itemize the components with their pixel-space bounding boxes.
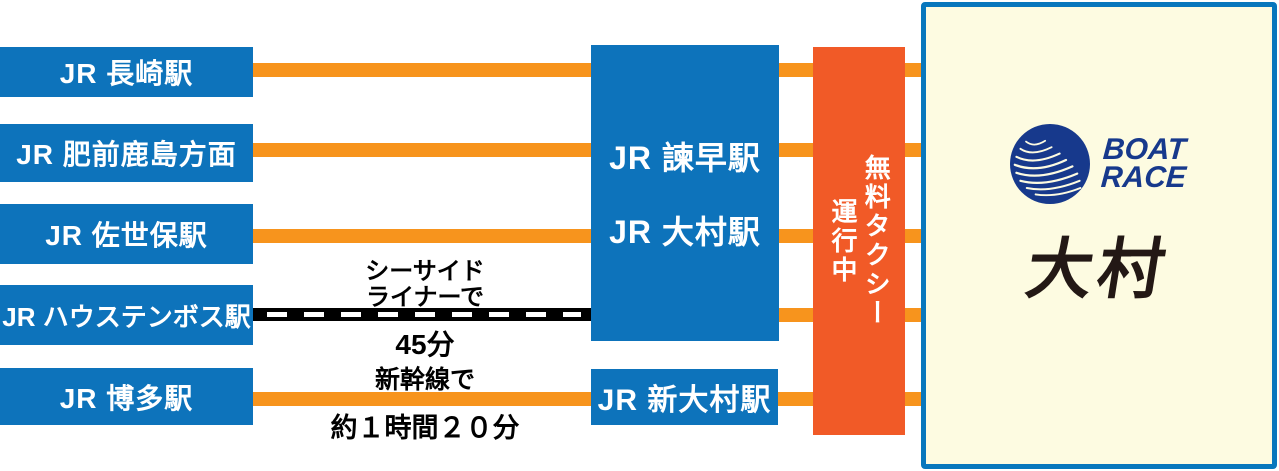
station-jr-isahaya-label: JR 諫早駅 xyxy=(609,140,761,176)
shinkansen-duration: 約１時間２０分 xyxy=(330,413,520,443)
boatrace-logo-text-line1: BOAT xyxy=(1102,133,1188,167)
station-jr-shin-omura: JR 新大村駅 xyxy=(591,369,778,425)
boatrace-waves-icon xyxy=(1010,124,1091,204)
boatrace-logo-text-line2: RACE xyxy=(1100,161,1188,194)
venue-card-boatrace-omura: BOAT RACE 大村 xyxy=(921,2,1277,469)
seaside-liner-label-line1: シーサイド xyxy=(365,258,485,285)
seaside-liner-label-line2: ライナーで xyxy=(365,284,485,311)
station-jr-sasebo: JR 佐世保駅 xyxy=(0,204,253,264)
shinkansen-label: 新幹線で xyxy=(374,366,475,394)
free-taxi-text-col1: 無料タクシー xyxy=(861,154,892,328)
rail-line-hizen-kashima xyxy=(248,143,594,157)
station-jr-omura-label: JR 大村駅 xyxy=(609,214,761,250)
rail-line-nagasaki xyxy=(248,63,594,77)
rail-line-sasebo xyxy=(248,229,594,243)
seaside-liner-duration: 45分 xyxy=(395,329,455,360)
rail-line-seaside-liner-dashed xyxy=(253,308,591,321)
station-jr-hakata: JR 博多駅 xyxy=(0,368,253,425)
station-hub-isahaya-omura: JR 諫早駅 JR 大村駅 xyxy=(591,45,779,341)
free-taxi-banner: 無料タクシー 運行中 xyxy=(813,47,905,435)
station-jr-hizen-kashima-area: JR 肥前鹿島方面 xyxy=(0,124,253,182)
station-jr-huis-ten-bosch: JR ハウステンボス駅 xyxy=(0,285,253,345)
rail-line-hakata xyxy=(248,392,594,406)
station-jr-nagasaki: JR 長崎駅 xyxy=(0,47,253,97)
free-taxi-text-col2: 運行中 xyxy=(828,197,858,285)
venue-name: 大村 xyxy=(1021,232,1176,306)
boatrace-logo: BOAT RACE xyxy=(1010,124,1190,204)
boatrace-logo-text: BOAT RACE xyxy=(1100,133,1190,194)
